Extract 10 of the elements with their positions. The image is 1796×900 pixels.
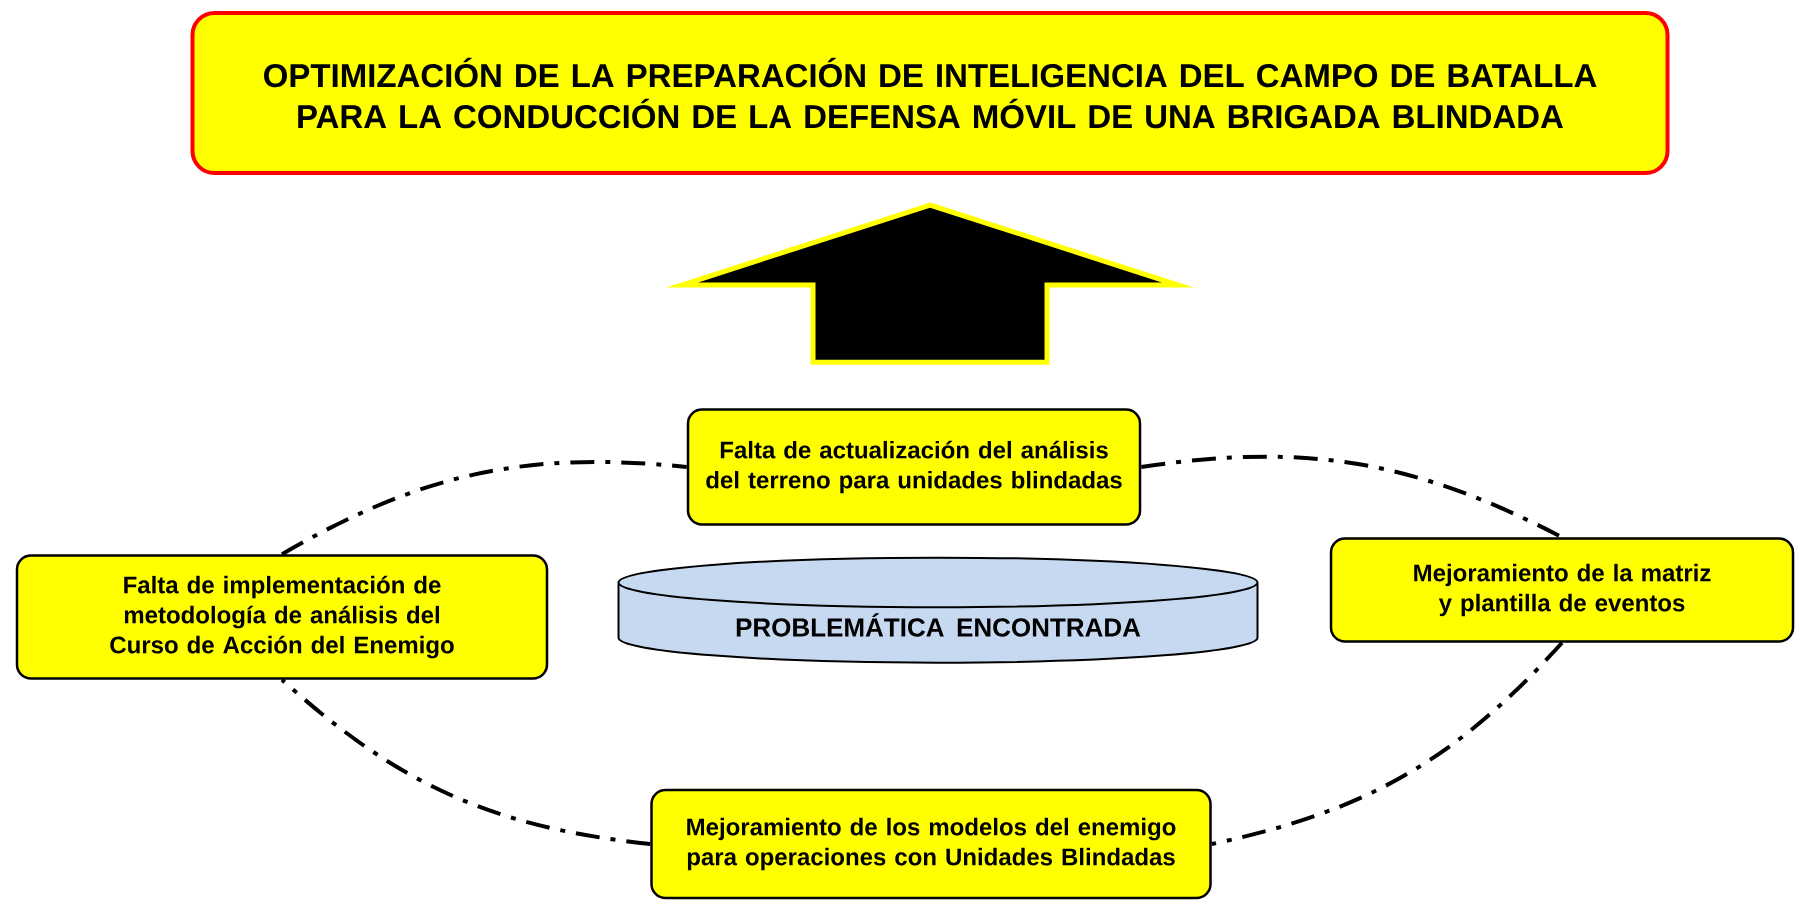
problem-box: Mejoramiento de los modelos del enemigo para operaciones con Unidades Blindadas xyxy=(650,788,1212,900)
dash-dot-line xyxy=(280,678,651,846)
problem-box: Falta de actualización del análisis del terreno para unidades blindadas xyxy=(686,408,1142,526)
problem-box: Mejoramiento de la matriz y plantilla de eventos xyxy=(1329,537,1795,643)
dash-dot-line xyxy=(1211,641,1564,846)
title-box: OPTIMIZACIÓN DE LA PREPARACIÓN DE INTELIGENCIA DEL CAMPO DE BATALLA PARA LA CONDUCCIÓN DE LA DEFENSA MÓVIL DE UNA BRIGADA BLINDADA xyxy=(190,11,1670,175)
dash-dot-line xyxy=(281,460,687,556)
problem-box: Falta de implementación de metodología de análisis del Curso de Acción del Enemigo xyxy=(15,554,549,680)
problem-cylinder: PROBLEMÁTICA ENCONTRADA xyxy=(617,556,1259,664)
dash-dot-line xyxy=(1141,454,1563,540)
